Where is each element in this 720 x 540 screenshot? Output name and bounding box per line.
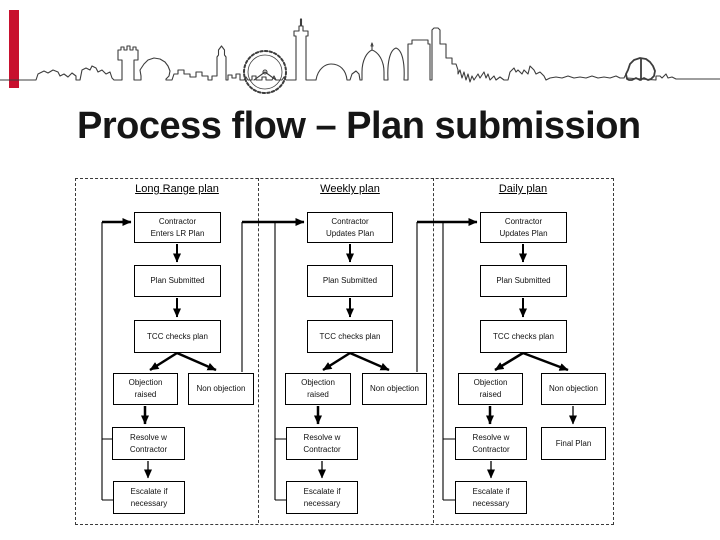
tree-icon	[625, 57, 656, 81]
box-dy-escalate: Escalate if necessary	[455, 481, 527, 514]
box-wk-objection-raised: Objection raised	[285, 373, 351, 405]
column-header-daily: Daily plan	[498, 183, 548, 195]
london-eye-icon	[243, 50, 287, 94]
box-wk-contractor-updates: Contractor Updates Plan	[307, 212, 393, 243]
box-lr-non-objection: Non objection	[188, 373, 254, 405]
column-header-weekly: Weekly plan	[320, 183, 380, 195]
london-skyline-graphic	[0, 18, 720, 94]
diagram-frame	[75, 178, 614, 525]
box-lr-plan-submitted: Plan Submitted	[134, 265, 221, 297]
red-accent-bar	[9, 10, 19, 88]
box-lr-tcc-checks: TCC checks plan	[134, 320, 221, 353]
box-wk-plan-submitted: Plan Submitted	[307, 265, 393, 297]
box-dy-final-plan: Final Plan	[541, 427, 606, 460]
box-dy-contractor-updates: Contractor Updates Plan	[480, 212, 567, 243]
box-dy-plan-submitted: Plan Submitted	[480, 265, 567, 297]
box-wk-tcc-checks: TCC checks plan	[307, 320, 393, 353]
box-dy-non-objection: Non objection	[541, 373, 606, 405]
box-dy-resolve: Resolve w Contractor	[455, 427, 527, 460]
column-separator	[258, 178, 259, 523]
box-lr-escalate: Escalate if necessary	[113, 481, 185, 514]
box-dy-objection-raised: Objection raised	[458, 373, 523, 405]
box-wk-escalate: Escalate if necessary	[286, 481, 358, 514]
box-lr-resolve: Resolve w Contractor	[112, 427, 185, 460]
column-separator	[433, 178, 434, 523]
skyline-outline	[0, 18, 720, 83]
slide-title: Process flow – Plan submission	[77, 105, 641, 147]
box-wk-non-objection: Non objection	[362, 373, 427, 405]
box-dy-tcc-checks: TCC checks plan	[480, 320, 567, 353]
column-header-long-range: Long Range plan	[135, 183, 219, 195]
box-wk-resolve: Resolve w Contractor	[286, 427, 358, 460]
box-lr-contractor-enters: Contractor Enters LR Plan	[134, 212, 221, 243]
box-lr-objection-raised: Objection raised	[113, 373, 178, 405]
